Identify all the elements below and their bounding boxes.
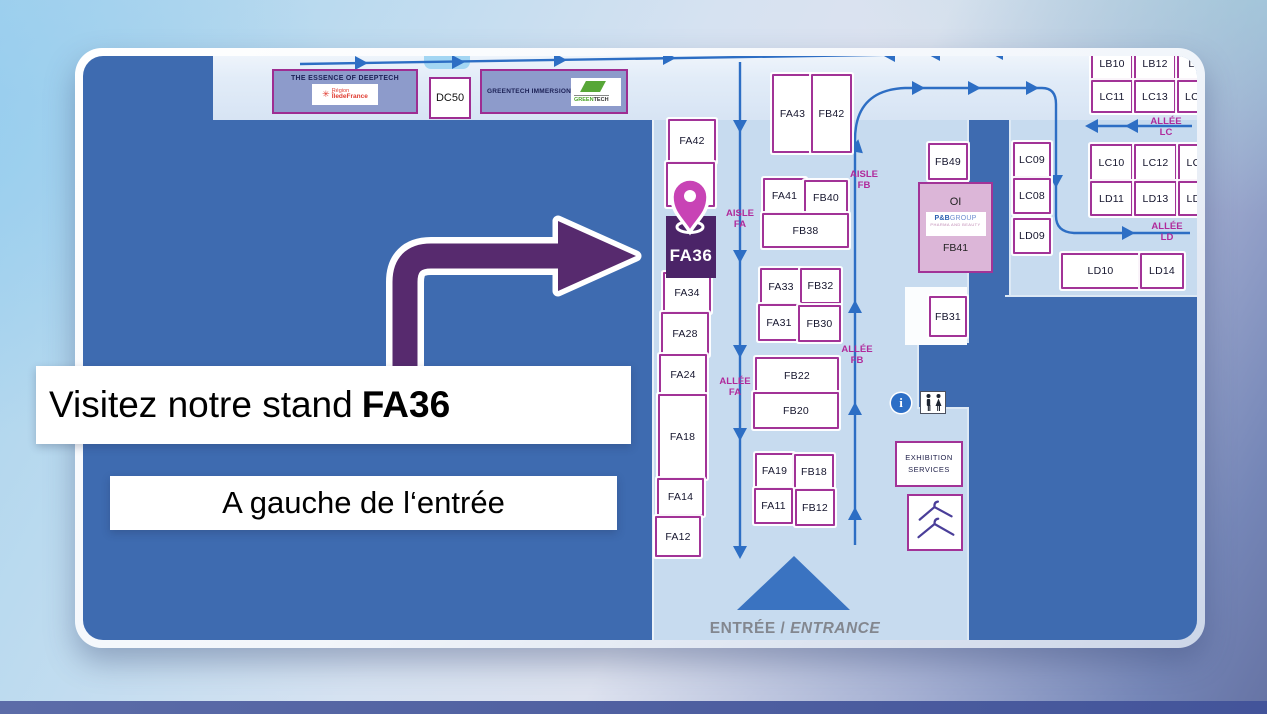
background-bottom-strip xyxy=(0,701,1267,714)
information-icon: i xyxy=(891,393,911,413)
booth-FB31: FB31 xyxy=(929,296,967,337)
booth-FA18: FA18 xyxy=(658,394,707,479)
booth-FA40: FA40 xyxy=(666,162,715,207)
booth-FA19: FA19 xyxy=(755,453,794,489)
booth-LC12: LC12 xyxy=(1134,144,1177,181)
banner-essence-title: THE ESSENCE OF DEEPTECH xyxy=(290,75,400,82)
caption-location-hint: A gauche de l‘entrée xyxy=(110,476,617,530)
aisle-label-fb: AISLE FB xyxy=(850,169,878,191)
aisle-line-tab xyxy=(424,56,470,69)
booth-FB49: FB49 xyxy=(928,143,968,180)
caption-visit-prefix: Visitez notre stand xyxy=(49,384,353,425)
booth-FB12: FB12 xyxy=(795,489,835,526)
hanger-icon xyxy=(917,500,955,539)
pb-group-logo-rest: GROUP xyxy=(949,215,977,222)
booth-FA14: FA14 xyxy=(657,478,704,516)
booth-FB20: FB20 xyxy=(753,392,839,429)
booth-FA28: FA28 xyxy=(661,312,709,356)
booth-FA41: FA41 xyxy=(763,178,806,214)
exhibition-services-box: EXHIBITION SERVICES xyxy=(895,441,963,487)
oi-name: OI xyxy=(949,196,962,208)
entrance-label: ENTRÉE / ENTRANCE xyxy=(700,620,890,638)
pb-group-logo-bold: P&B xyxy=(934,215,950,222)
caption-stand-number: FA36 xyxy=(361,384,451,425)
booth-FA12: FA12 xyxy=(655,516,701,557)
banner-greentech-title: GREENTECH IMMERSION xyxy=(487,88,571,95)
map-wall-strip-lower xyxy=(967,295,1009,640)
pb-group-logo-sub: PHARMA AND BEAUTY xyxy=(930,221,981,227)
greentech-logo-green-text: GREEN xyxy=(574,96,594,103)
restrooms-icon xyxy=(920,391,946,414)
booth-FB32: FB32 xyxy=(800,268,841,304)
booth-FA36-highlight: FA36 xyxy=(666,216,716,278)
banner-greentech-immersion: GREENTECH IMMERSION GREENTECH xyxy=(480,69,628,114)
booth-FB18: FB18 xyxy=(794,454,834,490)
aisle-label-lc: ALLÉE LC xyxy=(1150,116,1182,138)
region-logo-mark-icon: ✳ xyxy=(322,89,330,99)
exhibition-services-line1: EXHIBITION xyxy=(905,453,953,462)
booth-LC11: LC11 xyxy=(1091,80,1133,113)
booth-FB40: FB40 xyxy=(804,180,848,215)
caption-visit-stand: Visitez notre stand FA36 xyxy=(36,366,631,444)
booth-FB41-oi: OI P&BGROUP PHARMA AND BEAUTY FB41 xyxy=(918,182,993,273)
greentech-logo-dark-text: TECH xyxy=(593,96,609,103)
booth-FB38: FB38 xyxy=(762,213,849,248)
booth-LD10: LD10 xyxy=(1061,253,1140,289)
aisle-label-fb: ALLÉE FB xyxy=(841,344,873,366)
booth-LC10: LC10 xyxy=(1090,144,1133,181)
aisle-label-fa: AISLE FA xyxy=(726,208,754,230)
banner-essence-of-deeptech: THE ESSENCE OF DEEPTECH ✳ Région ÎledeFr… xyxy=(272,69,418,114)
region-logo-line2: ÎledeFrance xyxy=(331,93,368,100)
booth-LC15: LC15 xyxy=(1177,80,1197,113)
booth-LB1: LB1 xyxy=(1177,56,1197,80)
entrance-label-fr: ENTRÉE xyxy=(709,620,776,637)
booth-LD09: LD09 xyxy=(1013,218,1051,254)
aisle-label-fa: ALLÉE FA xyxy=(719,376,751,398)
region-logo-line1: Région xyxy=(331,87,350,94)
booth-FA31: FA31 xyxy=(758,304,800,341)
booth-FB42: FB42 xyxy=(811,74,852,153)
map-dark-block xyxy=(1005,295,1197,640)
booth-LB12: LB12 xyxy=(1134,56,1176,80)
booth-LD15: LD15 xyxy=(1178,181,1197,216)
booth-FA43: FA43 xyxy=(772,74,813,153)
booth-LD11: LD11 xyxy=(1090,181,1133,216)
booth-FA34: FA34 xyxy=(663,272,711,313)
booth-LC09: LC09 xyxy=(1013,142,1051,178)
cloakroom-box xyxy=(907,494,963,551)
booth-FA33: FA33 xyxy=(760,268,802,305)
booth-FA42: FA42 xyxy=(668,119,716,163)
aisle-label-ld: ALLÉE LD xyxy=(1151,221,1183,243)
floorplan-map: THE ESSENCE OF DEEPTECH ✳ Région ÎledeFr… xyxy=(83,56,1197,640)
floorplan-card: THE ESSENCE OF DEEPTECH ✳ Région ÎledeFr… xyxy=(75,48,1205,648)
booth-DC50: DC50 xyxy=(429,77,471,119)
booth-FA11: FA11 xyxy=(754,488,793,524)
booth-FB30: FB30 xyxy=(798,305,841,342)
booth-LC13: LC13 xyxy=(1134,80,1176,113)
entrance-label-sep: / xyxy=(780,620,786,637)
exhibition-services-line2: SERVICES xyxy=(908,465,950,474)
oi-booth-number: FB41 xyxy=(942,242,969,254)
booth-LC14: LC14 xyxy=(1178,144,1197,181)
booth-LC08: LC08 xyxy=(1013,178,1051,214)
map-stage: THE ESSENCE OF DEEPTECH ✳ Région ÎledeFr… xyxy=(83,56,1197,640)
greentech-logo-shape xyxy=(580,80,606,92)
entrance-label-en: ENTRANCE xyxy=(790,620,881,637)
region-ile-de-france-logo: ✳ Région ÎledeFrance xyxy=(312,84,378,105)
greentech-logo: GREENTECH xyxy=(571,77,621,106)
pb-group-logo: P&BGROUP PHARMA AND BEAUTY xyxy=(925,212,986,236)
booth-FB22: FB22 xyxy=(755,357,839,394)
booth-LB10: LB10 xyxy=(1091,56,1133,80)
route-arrow xyxy=(386,215,642,372)
booth-LD13: LD13 xyxy=(1134,181,1177,216)
booth-FA24: FA24 xyxy=(659,354,707,396)
booth-LD14: LD14 xyxy=(1140,253,1184,289)
